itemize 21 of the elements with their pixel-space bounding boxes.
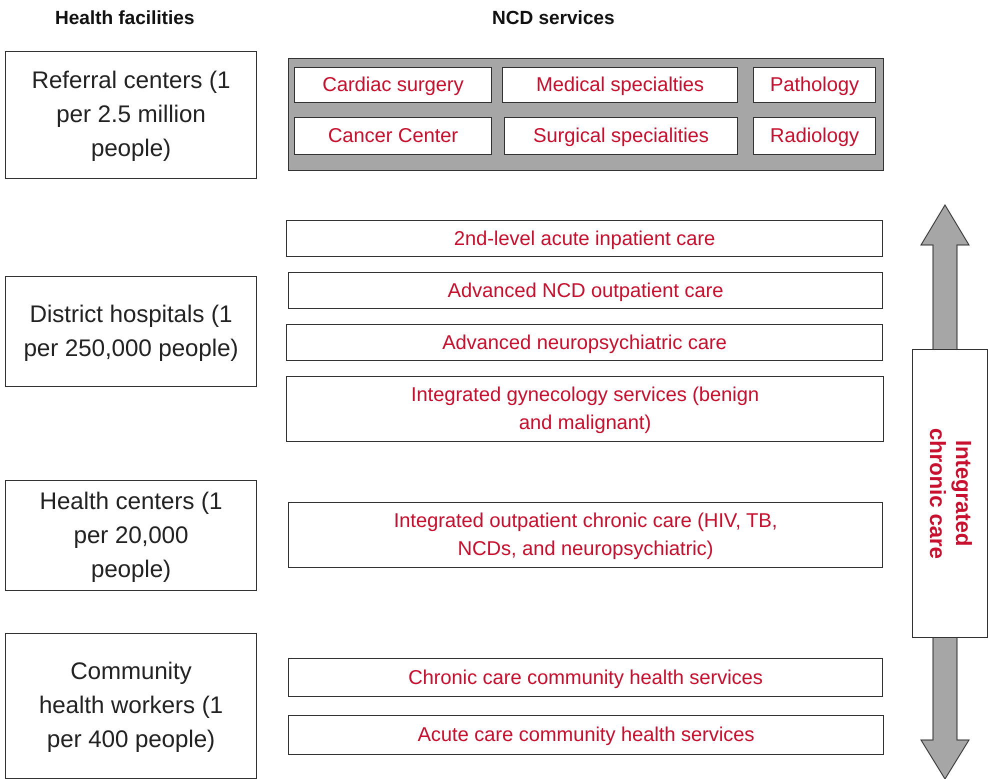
facility-box: Referral centers (1 per 2.5 million people) bbox=[5, 51, 257, 179]
column-heading: Health facilities bbox=[55, 8, 194, 30]
service-box: Surgical specialities bbox=[504, 117, 738, 155]
service-box: Pathology bbox=[753, 67, 876, 103]
facility-box: Health centers (1 per 20,000 people) bbox=[5, 480, 257, 591]
panel-background bbox=[288, 58, 884, 171]
service-box: Radiology bbox=[753, 117, 876, 155]
service-box: Advanced NCD outpatient care bbox=[288, 272, 883, 309]
service-box: Integrated outpatient chronic care (HIV, TB, NCDs, and neuropsychiatric) bbox=[288, 502, 883, 568]
service-box: Cancer Center bbox=[294, 117, 492, 155]
service-box: Acute care community health services bbox=[288, 715, 884, 755]
service-box: Cardiac surgery bbox=[294, 67, 492, 103]
service-box: 2nd-level acute inpatient care bbox=[286, 220, 883, 257]
service-box: Medical specialties bbox=[502, 67, 738, 103]
service-box: Chronic care community health services bbox=[288, 658, 883, 697]
column-heading: NCD services bbox=[492, 8, 615, 30]
service-box: Integrated gynecology services (benign and malignant) bbox=[286, 376, 884, 442]
facility-box: District hospitals (1 per 250,000 people) bbox=[5, 276, 257, 387]
service-box: Advanced neuropsychiatric care bbox=[286, 324, 883, 361]
label-box: Integrated chronic care bbox=[912, 349, 988, 638]
facility-box: Community health workers (1 per 400 people) bbox=[5, 633, 257, 779]
